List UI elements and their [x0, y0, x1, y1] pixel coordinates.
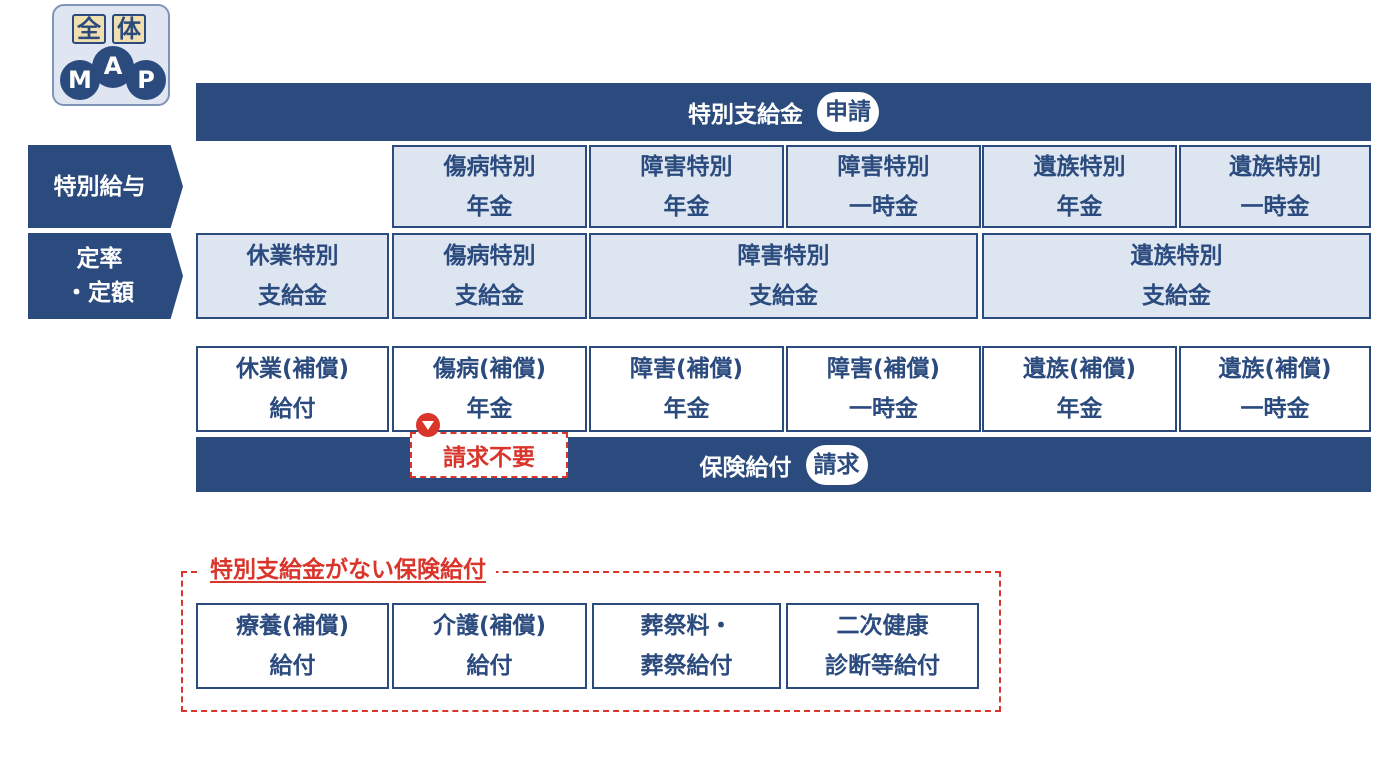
cell-secondary-health-checkup: 二次健康 診断等給付 — [786, 603, 979, 689]
logo-letter-a: A — [92, 46, 134, 88]
cell-disability-special-payment: 障害特別 支給金 — [589, 233, 978, 319]
cell-leave-benefit: 休業(補償) 給付 — [196, 346, 389, 432]
cell-survivor-special-lump-sum: 遺族特別 一時金 — [1179, 145, 1371, 228]
cell-injury-special-payment: 傷病特別 支給金 — [392, 233, 587, 319]
cell-disability-special-lump-sum: 障害特別 一時金 — [786, 145, 981, 228]
cell-leave-special-payment: 休業特別 支給金 — [196, 233, 389, 319]
cell-injury-special-pension: 傷病特別 年金 — [392, 145, 587, 228]
cell-survivor-pension: 遺族(補償) 年金 — [982, 346, 1177, 432]
row-label-special-salary: 特別給与 — [28, 145, 183, 228]
logo-kanji-1: 全 — [72, 14, 106, 44]
cell-survivor-special-payment: 遺族特別 支給金 — [982, 233, 1371, 319]
insurance-benefit-banner: 保険給付 請求 — [196, 437, 1371, 492]
insurance-benefit-label: 保険給付 — [699, 454, 792, 481]
cell-disability-pension: 障害(補償) 年金 — [589, 346, 784, 432]
apply-pill: 申請 — [817, 92, 879, 132]
logo-letter-p: P — [126, 60, 166, 100]
claim-pill: 請求 — [805, 444, 868, 485]
no-request-needed-tag: 請求不要 — [410, 432, 568, 478]
special-payment-label: 特別支給金 — [688, 102, 803, 128]
cell-disability-special-pension: 障害特別 年金 — [589, 145, 784, 228]
cell-disability-lump-sum: 障害(補償) 一時金 — [786, 346, 981, 432]
special-payment-banner: 特別支給金 申請 — [196, 83, 1371, 141]
no-special-payment-box — [181, 571, 1001, 712]
cell-nursing-benefit: 介護(補償) 給付 — [392, 603, 587, 689]
map-logo[interactable]: 全 体 M A P — [52, 4, 170, 106]
down-triangle-icon — [416, 413, 440, 437]
logo-kanji-2: 体 — [112, 14, 146, 44]
no-special-payment-title: 特別支給金がない保険給付 — [200, 553, 496, 587]
row-label-fixed-rate: 定率 ・定額 — [28, 233, 183, 319]
cell-medical-benefit: 療養(補償) 給付 — [196, 603, 389, 689]
cell-survivor-special-pension: 遺族特別 年金 — [982, 145, 1177, 228]
cell-funeral-benefit: 葬祭料・ 葬祭給付 — [592, 603, 781, 689]
cell-survivor-lump-sum: 遺族(補償) 一時金 — [1179, 346, 1371, 432]
